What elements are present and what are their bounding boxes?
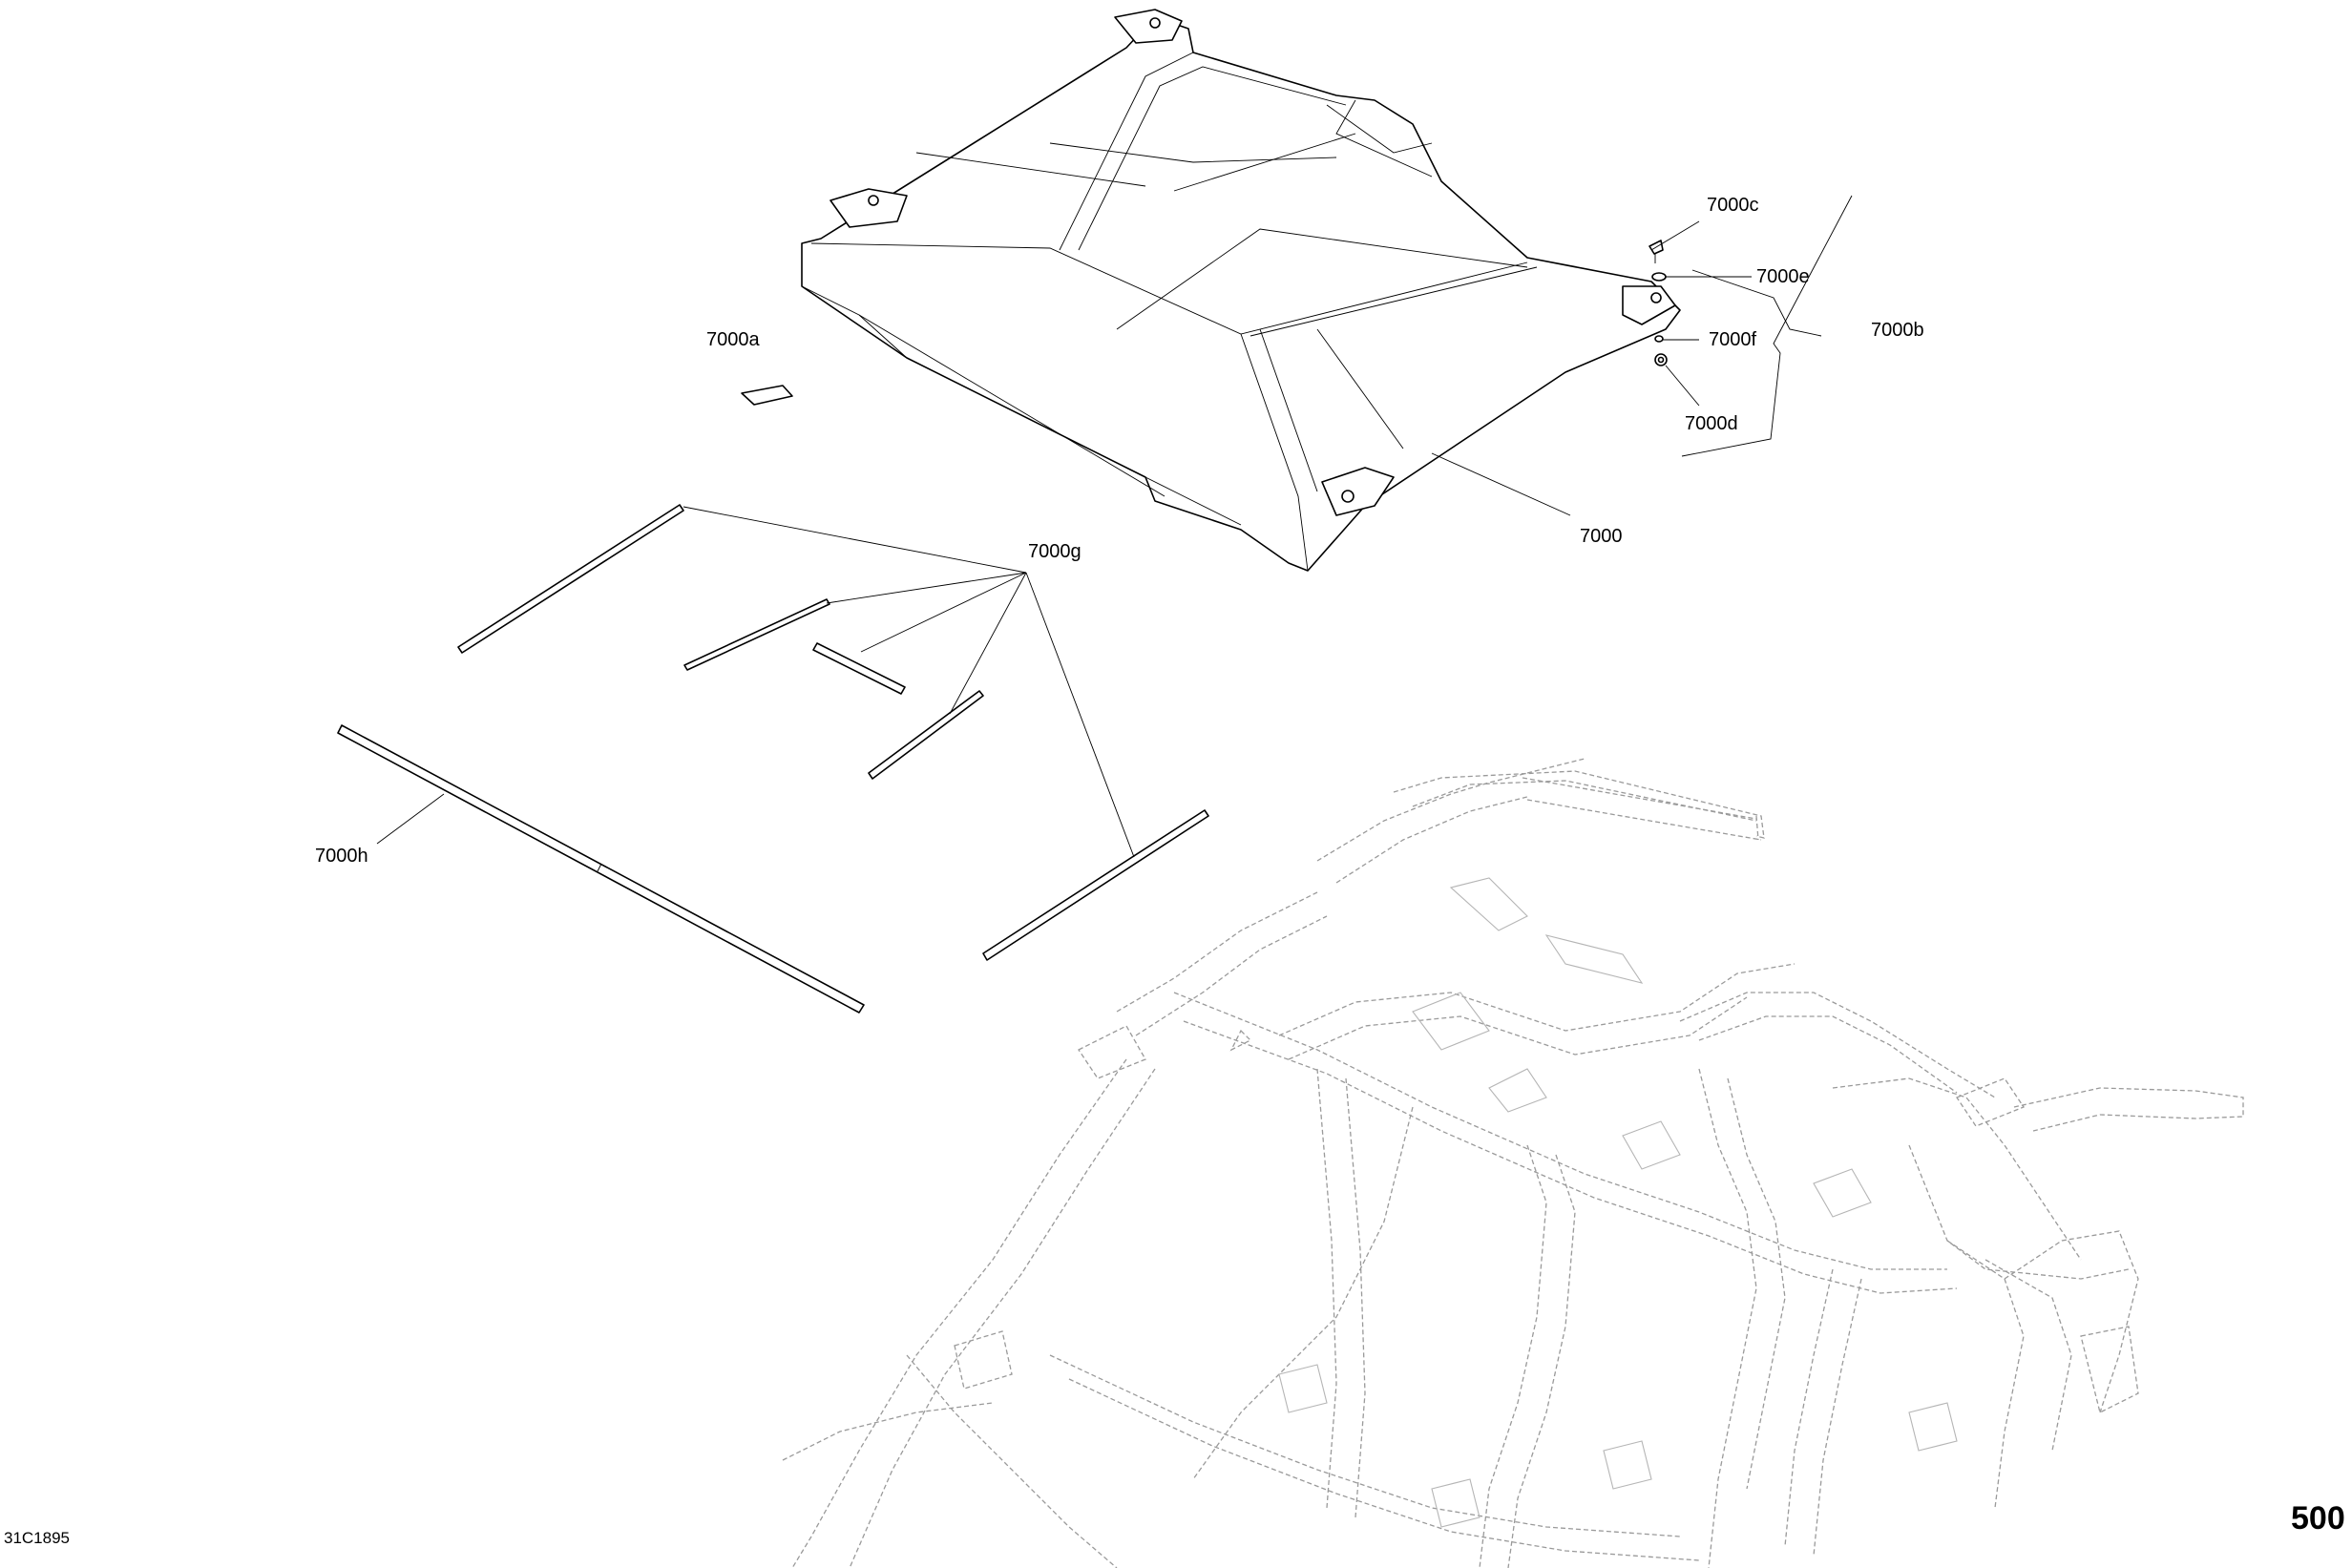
long-strip-7000h xyxy=(337,724,865,1014)
callout-7000d: 7000d xyxy=(1685,413,1738,434)
leader-7000h xyxy=(376,793,445,845)
callout-7000f: 7000f xyxy=(1709,329,1756,350)
page-number: 500 xyxy=(2291,1500,2345,1537)
callout-7000b: 7000b xyxy=(1871,320,1924,341)
part-7000a xyxy=(741,385,793,406)
strip-5 xyxy=(982,809,1209,961)
document-id: 31C1895 xyxy=(4,1529,70,1547)
leader-7000d xyxy=(1665,365,1700,407)
callout-7000g: 7000g xyxy=(1028,541,1082,562)
leader-7000b xyxy=(1691,269,1822,337)
callout-7000: 7000 xyxy=(1580,526,1623,547)
roll-cage-frame xyxy=(782,758,2244,1568)
leader-7000g-1 xyxy=(682,506,1027,574)
leader-7000g-4 xyxy=(949,572,1027,715)
leader-7000g-3 xyxy=(860,572,1027,653)
roof-panel xyxy=(801,9,1681,572)
leader-7000c xyxy=(1650,220,1700,251)
leader-lines xyxy=(376,195,1853,858)
leader-7000g-5 xyxy=(1025,572,1135,858)
leader-7000g-2 xyxy=(826,572,1027,604)
trim-strips xyxy=(337,504,1209,1014)
bracket-7000b xyxy=(1681,195,1853,457)
callout-7000a: 7000a xyxy=(706,329,760,350)
strip-4 xyxy=(868,690,984,780)
leader-7000 xyxy=(1431,452,1571,516)
strip-3 xyxy=(812,642,906,695)
callout-7000c: 7000c xyxy=(1707,195,1759,216)
callout-7000h: 7000h xyxy=(315,846,368,867)
strip-2 xyxy=(683,598,830,671)
strip-1 xyxy=(457,504,684,654)
fastener-stack xyxy=(1648,240,1668,366)
callout-7000e: 7000e xyxy=(1756,266,1810,287)
